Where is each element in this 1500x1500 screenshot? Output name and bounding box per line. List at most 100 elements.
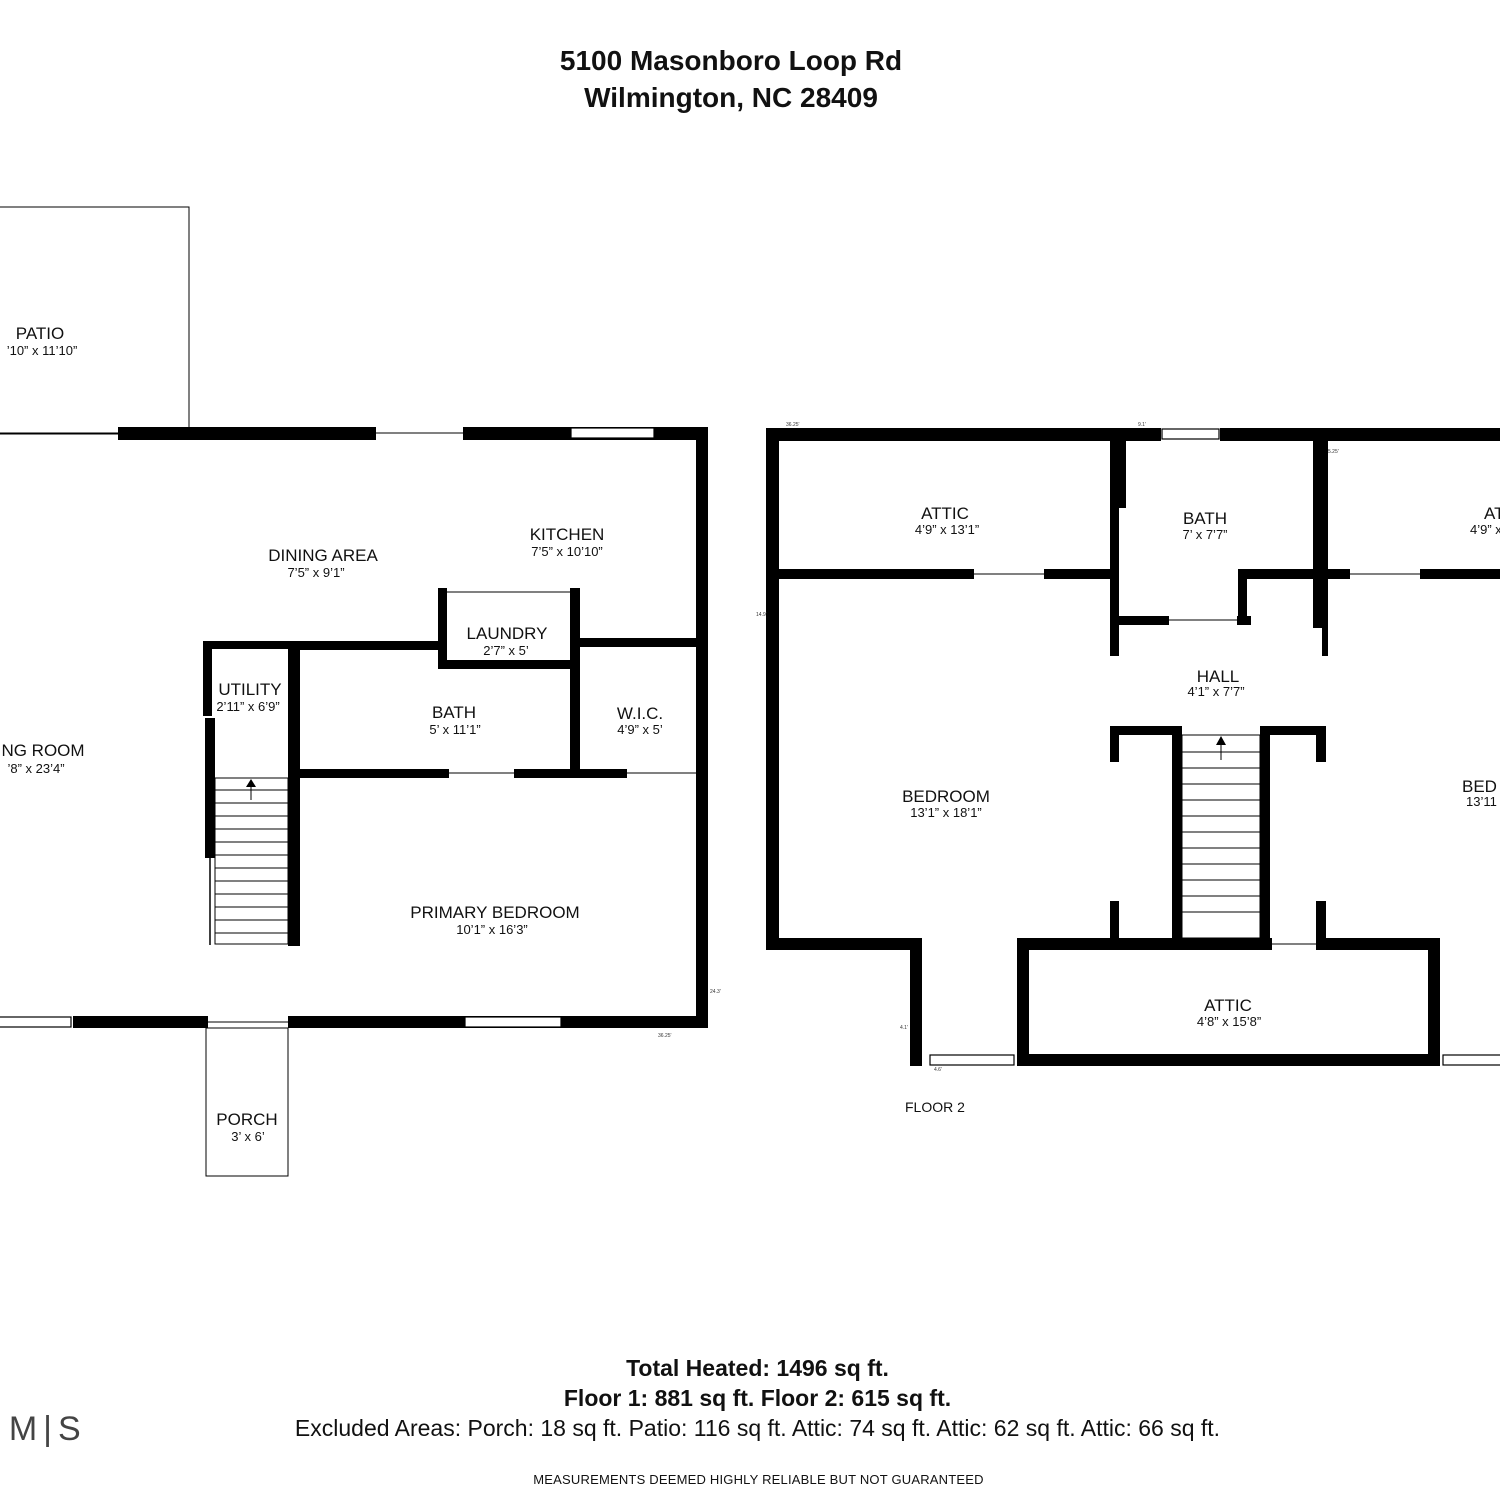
wall: [1316, 938, 1440, 950]
excluded-areas: Excluded Areas: Porch: 18 sq ft. Patio: …: [294, 1415, 1221, 1441]
window: [929, 1054, 1015, 1066]
room-dims: 7’ x 7’7”: [1182, 527, 1227, 542]
floor-1-stairs: [214, 777, 289, 945]
wall: [1017, 938, 1272, 950]
wall: [1313, 428, 1322, 628]
wall: [1238, 569, 1247, 625]
wall: [1220, 428, 1500, 441]
room-name: W.I.C.: [617, 704, 663, 723]
dimension-note: 4.6': [934, 1067, 942, 1073]
room-name: HALL: [1197, 667, 1240, 686]
wall: [1428, 938, 1440, 1066]
wall: [1110, 726, 1119, 762]
wall: [1420, 569, 1500, 579]
floor-2-stairs: [1181, 734, 1261, 939]
wall: [288, 641, 300, 946]
wall: [300, 641, 440, 650]
room-dims: 4’1” x 7’7”: [1187, 684, 1244, 699]
room-name: AT: [1484, 504, 1500, 523]
room-name: ATTIC: [1204, 996, 1252, 1015]
patio-outline: [0, 206, 190, 435]
wall: [766, 938, 922, 950]
room-name: DINING AREA: [268, 546, 378, 565]
wall: [296, 769, 449, 778]
wall: [1260, 726, 1270, 941]
room-name: PATIO: [16, 324, 65, 343]
address-line-2: Wilmington, NC 28409: [584, 82, 878, 113]
wall: [1260, 726, 1322, 735]
room-name: ATTIC: [921, 504, 969, 523]
window: [464, 1016, 562, 1028]
room-dims: ’10” x 11’10”: [7, 343, 78, 358]
wall: [514, 769, 627, 778]
wall: [570, 588, 580, 773]
wall: [438, 660, 578, 669]
room-name: PORCH: [216, 1110, 277, 1129]
room-dims: 4’8” x 15’8”: [1197, 1014, 1261, 1029]
room-dims: 2’7” x 5’: [483, 643, 529, 658]
wall: [1110, 428, 1119, 656]
wall: [910, 938, 922, 1066]
floor-1-plan: PATIO ’10” x 11’10” NG ROOM ’8” x 23’4” …: [0, 206, 721, 1177]
address-line-1: 5100 Masonboro Loop Rd: [559, 45, 903, 76]
wall: [205, 718, 215, 858]
room-dims: 7’5” x 9’1”: [287, 565, 344, 580]
room-name: BED: [1462, 777, 1497, 796]
dimension-note: 36.25': [658, 1033, 672, 1039]
wall: [1116, 428, 1126, 508]
wall: [1110, 901, 1119, 941]
disclaimer: MEASUREMENTS DEEMED HIGHLY RELIABLE BUT …: [533, 1472, 984, 1487]
stair-outline: [214, 777, 289, 945]
room-dims: 4’9” x 5’: [617, 722, 663, 737]
wall: [1116, 726, 1180, 735]
wall: [1017, 938, 1029, 1066]
mls-logo: |M|S: [0, 1410, 87, 1448]
floor-areas: Floor 1: 881 sq ft. Floor 2: 615 sq ft.: [563, 1385, 952, 1411]
room-dims: 5’ x 11’1”: [429, 722, 480, 737]
wall: [1116, 616, 1169, 625]
room-name: NG ROOM: [1, 741, 84, 760]
room-name: BEDROOM: [902, 787, 990, 806]
room-dims: 4’9” x: [1470, 522, 1500, 537]
window: [570, 427, 655, 439]
wall: [696, 427, 708, 1028]
room-dims: 7’5” x 10’10”: [531, 544, 603, 559]
wall: [1322, 428, 1328, 656]
dimension-note: 5.25': [1328, 449, 1339, 455]
room-name: BATH: [432, 703, 476, 722]
wall: [1316, 726, 1326, 762]
dimension-note: 36.25': [786, 422, 800, 428]
window: [0, 1016, 72, 1028]
room-dims: ’8” x 23’4”: [7, 761, 64, 776]
dimension-note: 14.9': [756, 612, 767, 618]
wall: [1172, 726, 1182, 941]
wall: [73, 1016, 208, 1028]
room-dims: 13’11: [1466, 794, 1497, 809]
wall: [1238, 569, 1350, 579]
room-name: UTILITY: [218, 680, 281, 699]
wall: [1044, 569, 1114, 579]
porch-outline: [205, 1027, 289, 1177]
room-dims: 4’9” x 13’1”: [915, 522, 979, 537]
room-dims: 10’1” x 16’3”: [456, 922, 528, 937]
wall: [438, 588, 447, 668]
room-dims: 2’11” x 6’9”: [216, 699, 279, 714]
wall: [766, 428, 779, 950]
room-name: BATH: [1183, 509, 1227, 528]
dimension-note: 24.3': [710, 989, 721, 995]
wall: [1316, 901, 1326, 941]
room-dims: 3’ x 6’: [231, 1129, 265, 1144]
wall: [779, 569, 974, 579]
room-name: KITCHEN: [530, 525, 605, 544]
dimension-note: 4.1': [900, 1025, 908, 1031]
room-dims: 13’1” x 18’1”: [910, 805, 982, 820]
wall: [1017, 1054, 1440, 1066]
wall: [203, 641, 212, 716]
window: [1161, 428, 1220, 440]
stair-up-arrow-icon: [246, 779, 256, 787]
stair-outline: [1181, 734, 1261, 939]
floor-2-plan: ATTIC 4’9” x 13’1” BATH 7’ x 7’7” AT 4’9…: [756, 422, 1500, 1115]
dimension-note: 9.1': [1138, 422, 1146, 428]
room-name: PRIMARY BEDROOM: [410, 903, 579, 922]
